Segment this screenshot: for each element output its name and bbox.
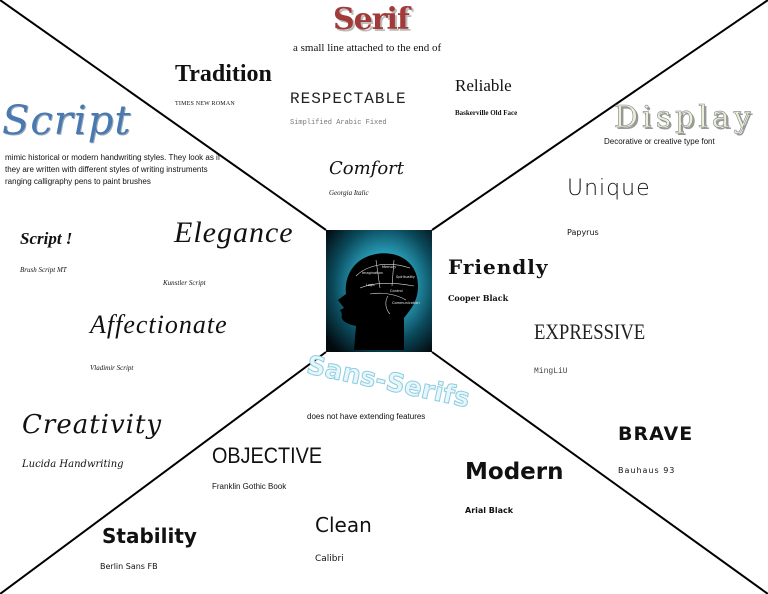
- svg-text:Memory: Memory: [382, 265, 396, 269]
- script-example-font: Lucida Handwriting: [22, 459, 124, 470]
- sans-serif-example-word: Clean: [315, 513, 372, 537]
- svg-text:Communication: Communication: [392, 301, 420, 305]
- script-example-font: Kunstler Script: [163, 279, 206, 287]
- display-example-word: EXPRESSIVE: [534, 319, 646, 344]
- serif-example-word: Reliable: [455, 76, 512, 95]
- script-description: mimic historical or modern handwriting s…: [5, 153, 221, 186]
- serif-description: a small line attached to the end of: [293, 42, 442, 54]
- display-description: Decorative or creative type font: [604, 137, 715, 146]
- script-title: Script: [2, 98, 132, 144]
- sans-serif-description: does not have extending features: [307, 412, 426, 421]
- svg-text:Imagination: Imagination: [362, 271, 383, 275]
- serif-example-font: TIMES NEW ROMAN: [175, 101, 235, 107]
- display-example-font: Bauhaus 93: [618, 466, 676, 475]
- script-example-word: Script !: [20, 229, 73, 248]
- serif-example-word: Comfort: [329, 158, 405, 179]
- display-example-word: Friendly: [448, 255, 549, 279]
- head-brain-icon: Imagination Memory Spirituality Logic Co…: [326, 230, 432, 352]
- sans-serif-example-font: Calibri: [315, 554, 344, 564]
- display-title: Display: [614, 100, 755, 136]
- sans-serif-example-word: Modern: [465, 459, 564, 485]
- display-example-font: MingLiU: [534, 367, 568, 376]
- sans-serif-example-font: Berlin Sans FB: [100, 562, 158, 571]
- script-example-font: Vladimir Script: [90, 364, 134, 372]
- sans-serif-example-font: Arial Black: [465, 506, 514, 515]
- svg-text:Control: Control: [390, 289, 403, 293]
- serif-example-word: Tradition: [175, 61, 272, 87]
- display-example-font: Cooper Black: [448, 293, 509, 303]
- serif-example-font: Simplified Arabic Fixed: [290, 119, 387, 127]
- sans-serif-example-font: Franklin Gothic Book: [212, 482, 287, 491]
- serif-example-font: Georgia Italic: [329, 189, 369, 197]
- sans-serif-example-word: Stability: [102, 524, 197, 548]
- svg-text:Logic: Logic: [366, 283, 375, 287]
- sans-serif-example-word: OBJECTIVE: [212, 443, 323, 468]
- script-example-word: Creativity: [22, 410, 163, 440]
- display-example-word: Unique: [567, 176, 651, 201]
- script-example-word: Elegance: [174, 216, 294, 249]
- display-example-font: Papyrus: [567, 228, 599, 237]
- svg-text:Spirituality: Spirituality: [396, 275, 415, 279]
- serif-example-word: RESPECTABLE: [290, 90, 407, 108]
- serif-title: Serif: [333, 2, 410, 37]
- serif-example-font: Baskerville Old Face: [455, 109, 518, 117]
- script-example-font: Brush Script MT: [20, 266, 67, 274]
- script-example-word: Affectionate: [90, 310, 228, 339]
- display-example-word: BRAVE: [618, 423, 694, 445]
